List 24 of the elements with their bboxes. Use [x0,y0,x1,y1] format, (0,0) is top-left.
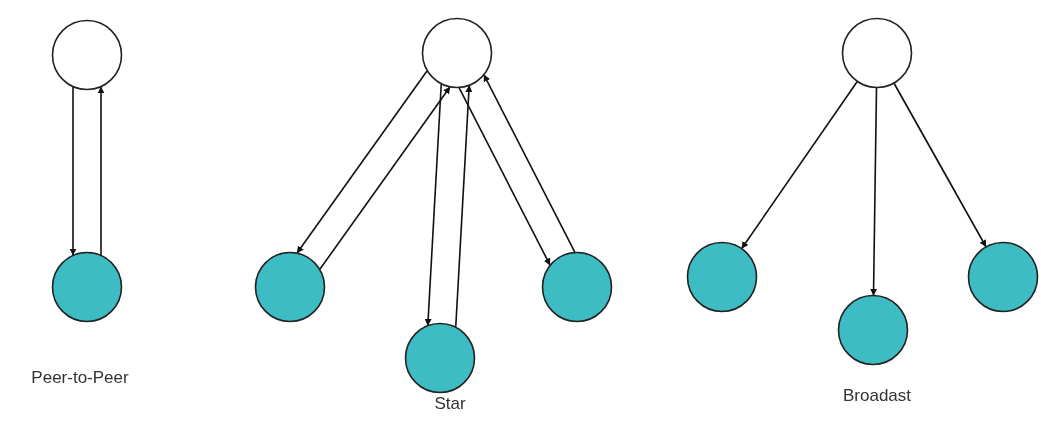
arrow [319,86,451,270]
caption: Peer-to-Peer [31,368,129,388]
caption: Broadast [843,386,911,406]
arrow [296,70,428,254]
circle-node [51,19,123,91]
circle-node [254,251,326,323]
circle-node [686,241,758,313]
arrow [97,86,105,256]
circle-node [837,294,909,366]
arrow [483,74,576,253]
circle-node [421,17,493,89]
arrow [870,87,878,296]
arrow [741,81,858,249]
arrow [69,86,77,256]
arrow [454,85,473,328]
arrow [458,87,551,266]
circle-node [541,251,613,323]
caption: Star [434,394,466,414]
circle-node [51,251,123,323]
circle-node [841,17,913,89]
circle-node [967,241,1039,313]
arrow [424,83,443,326]
circle-node [404,322,476,394]
arrow [893,82,987,248]
